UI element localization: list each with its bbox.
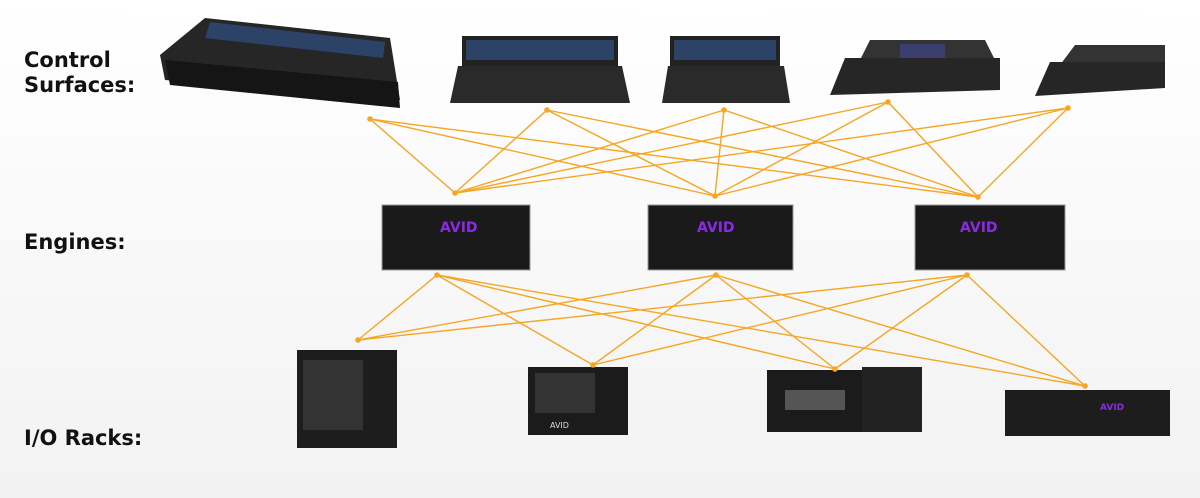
connection-line <box>357 274 438 341</box>
connection-line <box>436 274 594 366</box>
connection-line <box>357 274 968 341</box>
io-rack-4: AVID <box>1005 390 1170 436</box>
connection-line <box>454 107 1069 194</box>
control-surface-3 <box>662 36 790 103</box>
connection-point <box>964 272 970 278</box>
connection-point <box>713 272 719 278</box>
connection-point <box>434 272 440 278</box>
connection-point <box>1065 105 1071 111</box>
connection-line <box>977 107 1069 198</box>
connection-point <box>832 366 838 372</box>
connection-points <box>355 99 1088 389</box>
connection-point <box>1082 383 1088 389</box>
connection-line <box>454 101 889 194</box>
svg-text:AVID: AVID <box>550 421 569 430</box>
control-surface-4 <box>830 40 1000 95</box>
connection-line <box>714 109 725 197</box>
connection-point <box>721 107 727 113</box>
connection-line <box>436 274 1086 387</box>
connection-point <box>590 362 596 368</box>
io-rack-2: AVID <box>528 367 628 435</box>
connection-line <box>369 118 456 194</box>
connection-line <box>714 101 889 197</box>
svg-text:AVID: AVID <box>960 220 998 236</box>
connection-line <box>369 118 716 197</box>
control-surface-5 <box>1035 45 1165 96</box>
connection-line <box>454 109 725 194</box>
svg-text:AVID: AVID <box>440 220 478 236</box>
connection-line <box>723 109 979 198</box>
connection-line <box>436 274 836 370</box>
connection-line <box>357 274 717 341</box>
connection-line <box>715 274 836 370</box>
connection-line <box>546 109 716 197</box>
connection-line <box>369 118 979 198</box>
engine-1: AVID <box>381 204 531 271</box>
connection-line <box>592 274 968 366</box>
connection-point <box>355 337 361 343</box>
connection-point <box>367 116 373 122</box>
connection-line <box>546 109 979 198</box>
svg-text:AVID: AVID <box>1100 403 1124 413</box>
control-surface-2 <box>450 36 630 103</box>
engine-2: AVID <box>647 204 794 271</box>
connection-point <box>452 190 458 196</box>
connection-line <box>966 274 1086 387</box>
connection-point <box>975 194 981 200</box>
svg-text:AVID: AVID <box>697 220 735 236</box>
connection-line <box>714 107 1069 197</box>
connection-line <box>592 274 717 366</box>
connection-point <box>544 107 550 113</box>
connection-lines <box>357 101 1086 387</box>
engine-3: AVID <box>914 204 1066 271</box>
control-surface-1 <box>160 18 400 108</box>
connection-line <box>887 101 979 198</box>
label-engines: Engines: <box>24 230 126 254</box>
io-rack-3 <box>767 367 922 432</box>
connection-line <box>715 274 1086 387</box>
io-rack-1 <box>297 350 397 448</box>
connection-line <box>834 274 968 370</box>
connection-line <box>454 109 548 194</box>
connection-point <box>885 99 891 105</box>
label-io-racks: I/O Racks: <box>24 426 143 450</box>
connection-point <box>712 193 718 199</box>
